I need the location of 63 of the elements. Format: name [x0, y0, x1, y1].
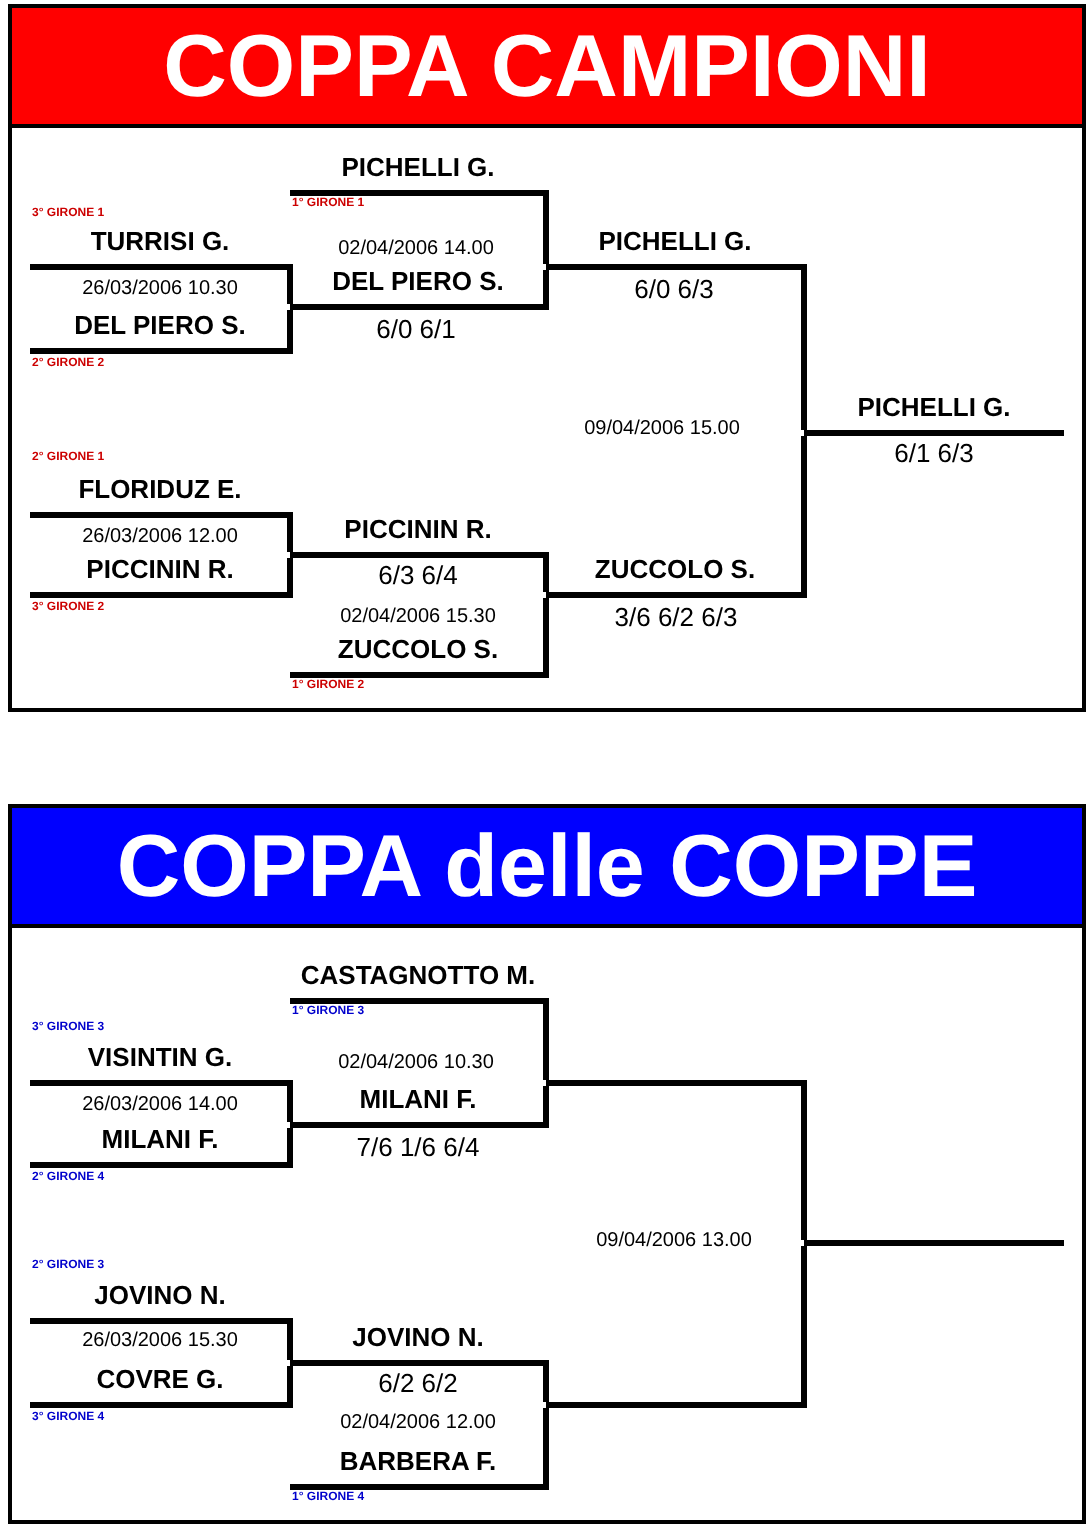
bracket-line: [287, 1080, 293, 1122]
bracket-line: [801, 1246, 807, 1408]
score-label: 6/3 6/4: [378, 562, 458, 590]
player-slot: PICHELLI G.: [804, 390, 1064, 436]
player-slot: ZUCCOLO S.: [546, 552, 804, 598]
date-label: 02/04/2006 12.00: [340, 1412, 496, 1436]
bracket-line: [543, 1086, 549, 1128]
player-slot: PICCININ R.: [290, 512, 546, 558]
date-label: 26/03/2006 14.00: [82, 1094, 238, 1118]
player-slot: PICHELLI G.: [290, 150, 546, 196]
score-label: 3/6 6/2 6/3: [614, 604, 738, 632]
bracket-line: [801, 264, 807, 430]
bracket-panel: [8, 804, 1086, 1524]
bracket-line: [543, 598, 549, 678]
bracket-line: [543, 552, 549, 592]
player-slot: BARBERA F.: [290, 1444, 546, 1490]
bracket-line: [543, 270, 549, 310]
bracket-line: [543, 190, 549, 264]
player-slot: TURRISI G.: [30, 224, 290, 270]
date-label: 26/03/2006 10.30: [82, 278, 238, 302]
bracket-line: [546, 1402, 804, 1408]
date-label: 02/04/2006 14.00: [338, 238, 494, 262]
date-label: 26/03/2006 12.00: [82, 526, 238, 550]
bracket-line: [287, 512, 293, 552]
player-slot: ZUCCOLO S.: [290, 632, 546, 678]
player-slot: DEL PIERO S.: [30, 308, 290, 354]
player-slot: DEL PIERO S.: [290, 264, 546, 310]
score-label: 6/0 6/3: [634, 276, 714, 304]
date-label: 26/03/2006 15.30: [82, 1330, 238, 1354]
bracket-line: [287, 558, 293, 598]
score-label: 6/1 6/3: [894, 440, 974, 468]
score-label: 7/6 1/6 6/4: [356, 1134, 480, 1162]
bracket-line: [543, 998, 549, 1080]
bracket-line: [287, 1366, 293, 1408]
date-label: 02/04/2006 10.30: [338, 1052, 494, 1076]
bracket-line: [287, 1128, 293, 1168]
player-slot: CASTAGNOTTO M.: [290, 958, 546, 1004]
bracket-line: [287, 1318, 293, 1360]
player-slot: COVRE G.: [30, 1362, 290, 1408]
player-slot: PICCININ R.: [30, 552, 290, 598]
date-label: 02/04/2006 15.30: [340, 606, 496, 630]
bracket-line: [801, 1080, 807, 1240]
player-slot: VISINTIN G.: [30, 1040, 290, 1086]
bracket-line: [804, 1240, 1064, 1246]
title-banner: COPPA delle COPPE: [12, 808, 1082, 928]
bracket-line: [543, 1408, 549, 1490]
player-slot: JOVINO N.: [290, 1320, 546, 1366]
date-label: 09/04/2006 13.00: [596, 1230, 752, 1254]
score-label: 6/0 6/1: [376, 316, 456, 344]
player-slot: FLORIDUZ E.: [30, 472, 290, 518]
bracket-line: [546, 1080, 804, 1086]
score-label: 6/2 6/2: [378, 1370, 458, 1398]
title-banner: COPPA CAMPIONI: [12, 8, 1082, 128]
player-slot: MILANI F.: [290, 1082, 546, 1128]
bracket-panel: [8, 4, 1086, 712]
date-label: 09/04/2006 15.00: [584, 418, 740, 442]
player-slot: JOVINO N.: [30, 1278, 290, 1324]
bracket-line: [801, 436, 807, 598]
bracket-line: [287, 264, 293, 304]
bracket-line: [287, 310, 293, 354]
bracket-line: [543, 1360, 549, 1402]
player-slot: PICHELLI G.: [546, 224, 804, 270]
player-slot: MILANI F.: [30, 1122, 290, 1168]
